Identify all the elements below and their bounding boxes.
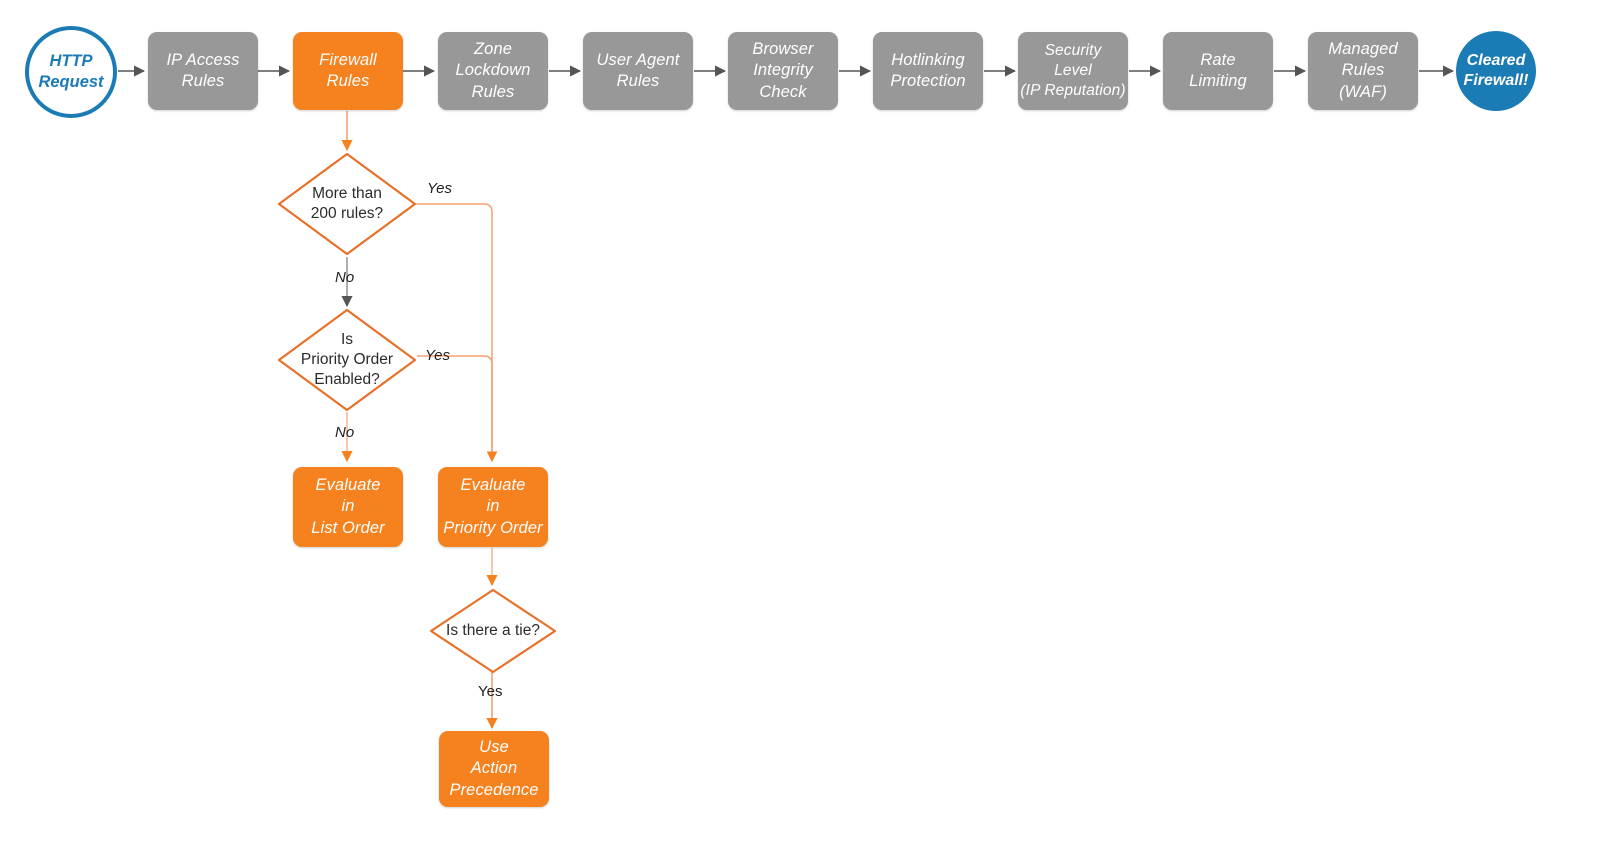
node-rate-limiting[interactable]: Rate Limiting [1163,32,1273,110]
node-http-request[interactable]: HTTP Request [25,26,117,118]
node-label: Security Level (IP Reputation) [1020,42,1126,99]
node-label: Cleared Firewall! [1463,51,1529,89]
node-decision-more-than-200-rules[interactable]: More than 200 rules? [277,152,417,256]
edge-label-200-rules-no: No [335,269,355,286]
node-label: Hotlinking Protection [890,50,966,90]
node-browser-integrity-check[interactable]: Browser Integrity Check [728,32,838,110]
node-label: Evaluate in Priority Order [443,476,543,537]
node-label: More than 200 rules? [310,184,384,222]
node-label: Is there a tie? [446,621,540,639]
node-evaluate-priority-order[interactable]: Evaluate in Priority Order [438,467,548,547]
node-managed-rules-waf[interactable]: Managed Rules (WAF) [1308,32,1418,110]
node-label: Evaluate in List Order [311,476,385,537]
node-cleared-firewall[interactable]: Cleared Firewall! [1456,31,1536,111]
edge-label-priority-order-yes: Yes [425,347,451,364]
node-hotlinking-protection[interactable]: Hotlinking Protection [873,32,983,110]
diamond-shape [277,308,417,412]
node-firewall-rules[interactable]: Firewall Rules [293,32,403,110]
node-decision-is-there-a-tie[interactable]: Is there a tie? [429,588,557,674]
node-evaluate-list-order[interactable]: Evaluate in List Order [293,467,403,547]
node-label: HTTP Request [38,51,104,91]
edge-priority-yes-to-priority-order [417,355,498,463]
node-label: Firewall Rules [319,50,377,90]
node-label: Browser Integrity Check [752,40,814,101]
node-label: Zone Lockdown Rules [455,40,531,101]
node-decision-is-priority-order-enabled[interactable]: Is Priority Order Enabled? [277,308,417,412]
edge-label-tie-yes: Yes [478,683,503,700]
node-label: Use Action Precedence [449,738,539,799]
node-label: Is Priority Order Enabled? [300,330,394,389]
node-label: Rate Limiting [1189,50,1247,90]
edge-200-yes-to-priority-order [416,203,498,463]
node-security-level[interactable]: Security Level (IP Reputation) [1018,32,1128,110]
node-label: IP Access Rules [166,50,240,90]
node-zone-lockdown-rules[interactable]: Zone Lockdown Rules [438,32,548,110]
diamond-shape [277,152,417,256]
node-ip-access-rules[interactable]: IP Access Rules [148,32,258,110]
node-label: Managed Rules (WAF) [1328,40,1398,101]
node-use-action-precedence[interactable]: Use Action Precedence [439,731,549,807]
edge-label-priority-order-no: No [335,424,355,441]
edge-label-200-rules-yes: Yes [427,180,453,197]
node-label: User Agent Rules [596,50,680,90]
node-user-agent-rules[interactable]: User Agent Rules [583,32,693,110]
diamond-shape [429,588,557,674]
